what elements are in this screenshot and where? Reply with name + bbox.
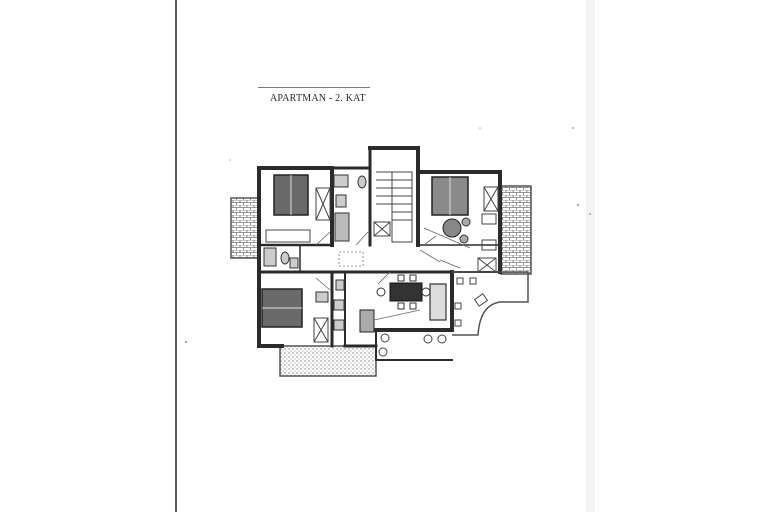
- bed-sw: [261, 288, 303, 328]
- page-left-edge: [175, 0, 177, 512]
- bed-nw: [273, 174, 309, 216]
- balcony-east: [500, 185, 532, 275]
- dining-set: [376, 274, 431, 310]
- page-right-shadow: [586, 0, 595, 512]
- title-underline: [258, 87, 370, 88]
- terrace-outline: [452, 271, 529, 336]
- bed-ne: [431, 176, 469, 216]
- balcony-west: [230, 197, 260, 259]
- sofa: [429, 283, 447, 321]
- plan-title: APARTMAN - 2. KAT: [270, 93, 366, 104]
- balcony-south: [279, 345, 377, 377]
